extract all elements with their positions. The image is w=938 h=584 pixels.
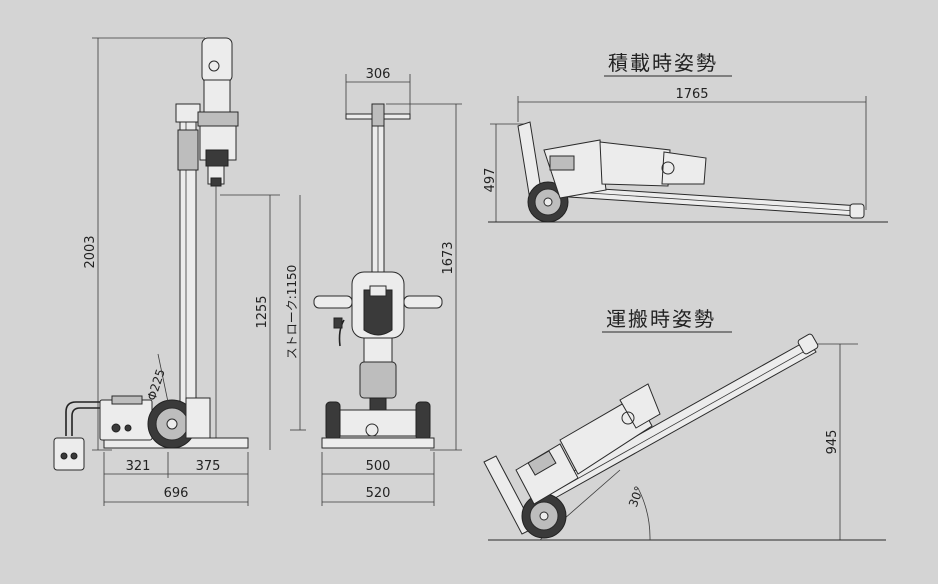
side-view: 2003 1255 ストローク:1150 xyxy=(53,37,306,506)
dim-696: 696 xyxy=(164,486,189,501)
dim-stroke: ストローク:1150 xyxy=(285,265,299,360)
loading-posture-view: 積載時姿勢 1765 497 xyxy=(483,51,888,223)
dim-2003: 2003 xyxy=(83,235,98,268)
dim-1255: 1255 xyxy=(255,295,270,328)
dim-1673: 1673 xyxy=(441,241,456,274)
carrying-posture-title: 運搬時姿勢 xyxy=(606,307,716,331)
carrying-posture-view: 運搬時姿勢 945 30° xyxy=(483,307,886,541)
dim-500: 500 xyxy=(366,459,391,474)
dim-1765: 1765 xyxy=(675,87,708,102)
dim-375: 375 xyxy=(196,459,221,474)
dim-945: 945 xyxy=(825,430,840,455)
dim-497: 497 xyxy=(483,168,498,193)
angle-label: 30° xyxy=(626,484,646,509)
loading-posture-title: 積載時姿勢 xyxy=(608,51,718,75)
dim-306: 306 xyxy=(366,67,391,82)
dim-321: 321 xyxy=(126,459,151,474)
dim-520: 520 xyxy=(366,486,391,501)
front-view: 306 1673 500 520 xyxy=(313,67,462,506)
